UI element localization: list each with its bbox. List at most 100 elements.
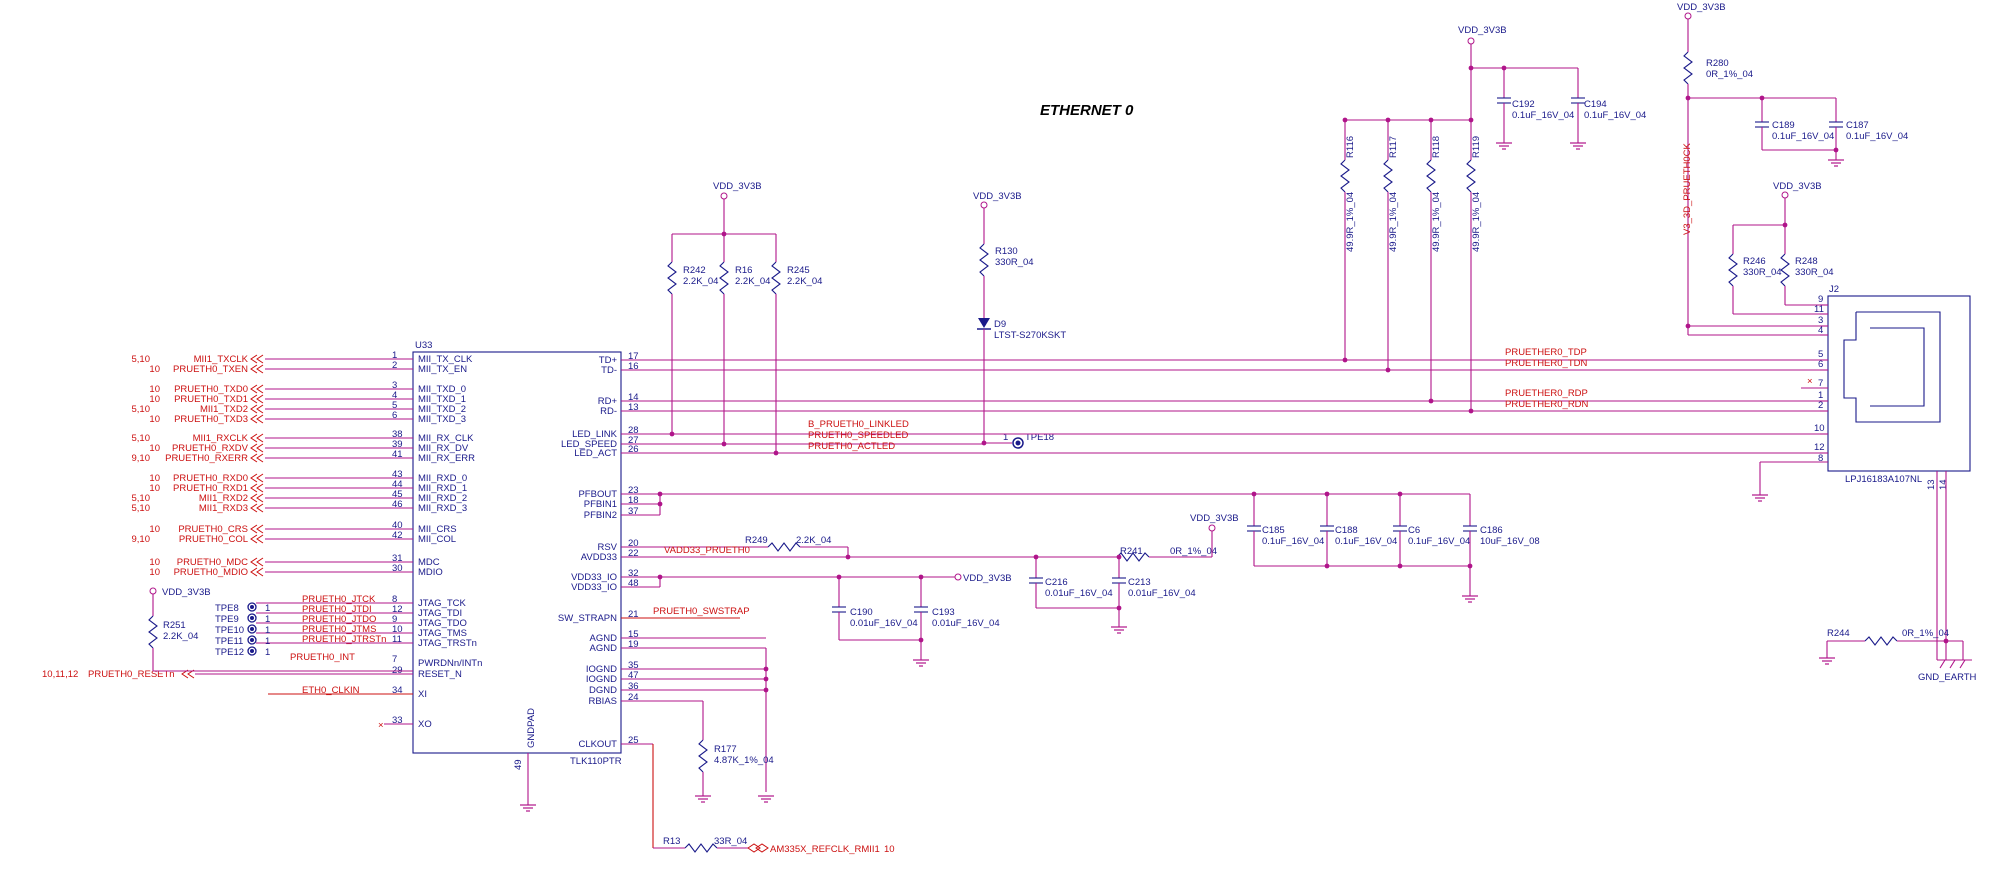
ic-left-pin-name: MII_RX_DV bbox=[418, 443, 469, 454]
r118-val: 49.9R_1%_04 bbox=[1431, 192, 1442, 252]
ic-right-pin-num: 32 bbox=[628, 568, 639, 579]
net-tdn: PRUETHER0_TDN bbox=[1505, 358, 1587, 369]
ic-ref: U33 bbox=[415, 340, 432, 351]
tpe-center bbox=[250, 627, 254, 631]
ic-left-pin-num: 45 bbox=[392, 489, 403, 500]
ic-left-pin-num: 46 bbox=[392, 499, 403, 510]
ic-left-net: PRUETH0_CRS bbox=[178, 524, 248, 535]
j2-pin-9: 9 bbox=[1818, 294, 1823, 305]
ic-left-pin-num: 44 bbox=[392, 479, 403, 490]
c189-ref: C189 bbox=[1772, 120, 1795, 131]
c187-val: 0.1uF_16V_04 bbox=[1846, 131, 1908, 142]
ic-right-pin-num: 13 bbox=[628, 402, 639, 413]
ic-left-net: PRUETH0_JTCK bbox=[302, 594, 376, 605]
tpe-ring[interactable] bbox=[247, 646, 257, 656]
ic-left-pin-name: JTAG_TDO bbox=[418, 618, 467, 629]
offpage-arrow bbox=[250, 483, 264, 493]
net-v33: V3_3D_PRUETH0CK bbox=[1682, 142, 1693, 235]
net-tdp: PRUETHER0_TDP bbox=[1505, 347, 1587, 358]
ic-left-pin-name: MII_TXD_3 bbox=[418, 414, 466, 425]
connector-j2[interactable]: J2 LPJ16183A107NL × 9 11 3 4 5 6 7 1 2 1… bbox=[1751, 284, 1971, 660]
ic-left-pin-name: MII_RXD_2 bbox=[418, 493, 467, 504]
ic-left-pin-num: 1 bbox=[392, 350, 397, 361]
j2-pin-3: 3 bbox=[1818, 315, 1823, 326]
c192-ref: C192 bbox=[1512, 99, 1535, 110]
c188-ref: C188 bbox=[1335, 525, 1358, 536]
pwr-label-8: VDD_3V3B bbox=[162, 587, 211, 598]
net-linkled: B_PRUETH0_LINKLED bbox=[808, 419, 909, 430]
r248-ref: R248 bbox=[1795, 256, 1818, 267]
ic-left-pin-num: 39 bbox=[392, 439, 403, 450]
ic-right-pin-num: 25 bbox=[628, 735, 639, 746]
ic-left-pin-num: 33 bbox=[392, 715, 403, 726]
r177-ref: R177 bbox=[714, 744, 737, 755]
ic-left-sheet: 5,10 bbox=[132, 433, 151, 444]
tpe-ring[interactable] bbox=[247, 613, 257, 623]
ic-right-pin-num: 47 bbox=[628, 670, 639, 681]
ic-left-net: PRUETH0_JTDO bbox=[302, 614, 376, 625]
pwr-label-4: VDD_3V3B bbox=[1677, 2, 1726, 13]
ic-u33-body[interactable] bbox=[412, 351, 622, 754]
ic-left-net: PRUETH0_RXD0 bbox=[173, 473, 248, 484]
ic-right-pin-num: 16 bbox=[628, 361, 639, 372]
j2-pin-12: 12 bbox=[1814, 442, 1825, 453]
r119-val: 49.9R_1%_04 bbox=[1471, 192, 1482, 252]
ic-right-pin-num: 22 bbox=[628, 548, 639, 559]
ic-part: TLK110PTR bbox=[570, 756, 622, 767]
ic-left-net: MII1_TXCLK bbox=[194, 354, 249, 365]
ic-left-pin-name: JTAG_TCK bbox=[418, 598, 467, 609]
ic-left-pin-num: 40 bbox=[392, 520, 403, 531]
c186-val: 10uF_16V_08 bbox=[1480, 536, 1540, 547]
ic-gndpad-label: GNDPAD bbox=[526, 708, 537, 748]
tpe18-ref: TPE18 bbox=[1025, 432, 1054, 443]
ic-left-sheet: 5,10 bbox=[132, 493, 151, 504]
r177-val: 4.87K_1%_04 bbox=[714, 755, 774, 766]
ic-left-net: PRUETH0_RXERR bbox=[165, 453, 248, 464]
r116-ref: R116 bbox=[1345, 136, 1356, 158]
ic-left-pin-name: RESET_N bbox=[418, 669, 462, 680]
c193-val: 0.01uF_16V_04 bbox=[932, 618, 1000, 629]
ic-right-pin-num: 18 bbox=[628, 495, 639, 506]
ic-left-pin-num: 41 bbox=[392, 449, 403, 460]
c194-ref: C194 bbox=[1584, 99, 1607, 110]
r245-val: 2.2K_04 bbox=[787, 276, 822, 287]
diff-pairs: PRUETHER0_TDP PRUETHER0_TDN PRUETHER0_RD… bbox=[621, 347, 1820, 454]
tpe-ring[interactable] bbox=[247, 602, 257, 612]
r244-val: 0R_1%_04 bbox=[1902, 628, 1949, 639]
ic-right-pin-name: RD- bbox=[600, 406, 617, 417]
ic-left-net: PRUETH0_RXD1 bbox=[173, 483, 248, 494]
ic-left-sheet: 10 bbox=[149, 557, 160, 568]
ic-right-pin-name: TD+ bbox=[599, 355, 618, 366]
ic-left-net: PRUETH0_TXEN bbox=[173, 364, 248, 375]
ic-left-pin-num: 9 bbox=[392, 614, 397, 625]
ic-left-pin-name: JTAG_TDI bbox=[418, 608, 462, 619]
r130-val: 330R_04 bbox=[995, 257, 1034, 268]
r280-ref: R280 bbox=[1706, 58, 1729, 69]
net-rdn: PRUETHER0_RDN bbox=[1505, 399, 1589, 410]
ic-left-pin-name: MII_RX_ERR bbox=[418, 453, 475, 464]
gnd-earth-label: GND_EARTH bbox=[1918, 672, 1977, 683]
offpage-arrow bbox=[250, 384, 264, 394]
ic-right-pin-name: VDD33_IO bbox=[571, 572, 617, 583]
ic-left-net: PRUETH0_COL bbox=[179, 534, 248, 545]
r251-ref: R251 bbox=[163, 620, 186, 631]
tpe-ring[interactable] bbox=[247, 635, 257, 645]
ic-right-pin-name: DGND bbox=[589, 685, 617, 696]
ic-right-pin-num: 37 bbox=[628, 506, 639, 517]
ic-left-pin-name: MII_COL bbox=[418, 534, 456, 545]
ic-left-net: MII1_RXD3 bbox=[199, 503, 248, 514]
tpe-ring[interactable] bbox=[247, 624, 257, 634]
r246-val: 330R_04 bbox=[1743, 267, 1782, 278]
pwr-label-7: VDD_3V3B bbox=[963, 573, 1012, 584]
ic-left-net: PRUETH0_JTDI bbox=[302, 604, 372, 615]
tpe-pin: 1 bbox=[265, 603, 270, 614]
ic-right-pin-num: 20 bbox=[628, 538, 639, 549]
ic-left-pin-num: 38 bbox=[392, 429, 403, 440]
ic-right-pin-name: IOGND bbox=[586, 664, 617, 675]
misc-pins: PRUETH0_SWSTRAP R177 4.87K_1%_04 R13 33R… bbox=[621, 606, 895, 855]
ic-left-pin-num: 4 bbox=[392, 390, 397, 401]
ic-right-pin-name: AVDD33 bbox=[581, 552, 617, 563]
j2-pin-1: 1 bbox=[1818, 390, 1823, 401]
j2-pin-14: 14 bbox=[1938, 479, 1949, 490]
